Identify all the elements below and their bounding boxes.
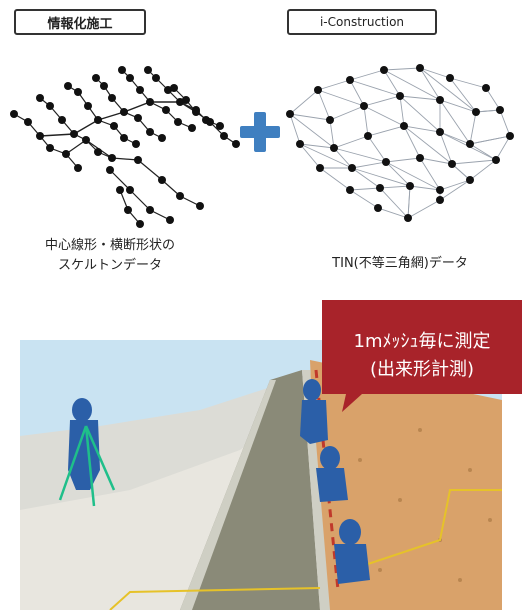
tin-mesh-figure <box>289 67 511 219</box>
skeleton-caption-line1: 中心線形・横断形状の <box>44 238 175 253</box>
plus-icon <box>240 112 280 152</box>
callout-line1: 1mﾒｯｼｭ毎に測定 <box>353 331 491 352</box>
conventional-label: 情報化施工 <box>14 9 146 35</box>
survey-pole <box>314 369 340 591</box>
callout-bubble <box>322 300 522 412</box>
callout-line2: (出来形計測) <box>369 359 475 380</box>
data-comparison-diagram <box>10 64 514 228</box>
tin-data-caption: TIN(不等三角網)データ <box>332 256 468 271</box>
boundary-line-left <box>109 587 321 610</box>
worker-figures <box>68 379 370 584</box>
skeleton-data-caption: 中心線形・横断形状の スケルトンデータ <box>10 236 210 276</box>
road-surface <box>180 370 320 610</box>
callout-text: 1mﾒｯｼｭ毎に測定 (出来形計測) <box>322 328 522 384</box>
road-curb <box>180 380 276 610</box>
boundary-line-right <box>349 489 502 571</box>
i-construction-label: i-Construction <box>287 9 437 35</box>
survey-tripod <box>58 425 116 507</box>
tin-nodes <box>286 64 514 222</box>
skeleton-caption-line2: スケルトンデータ <box>57 258 162 273</box>
skeleton-nodes <box>10 66 240 228</box>
